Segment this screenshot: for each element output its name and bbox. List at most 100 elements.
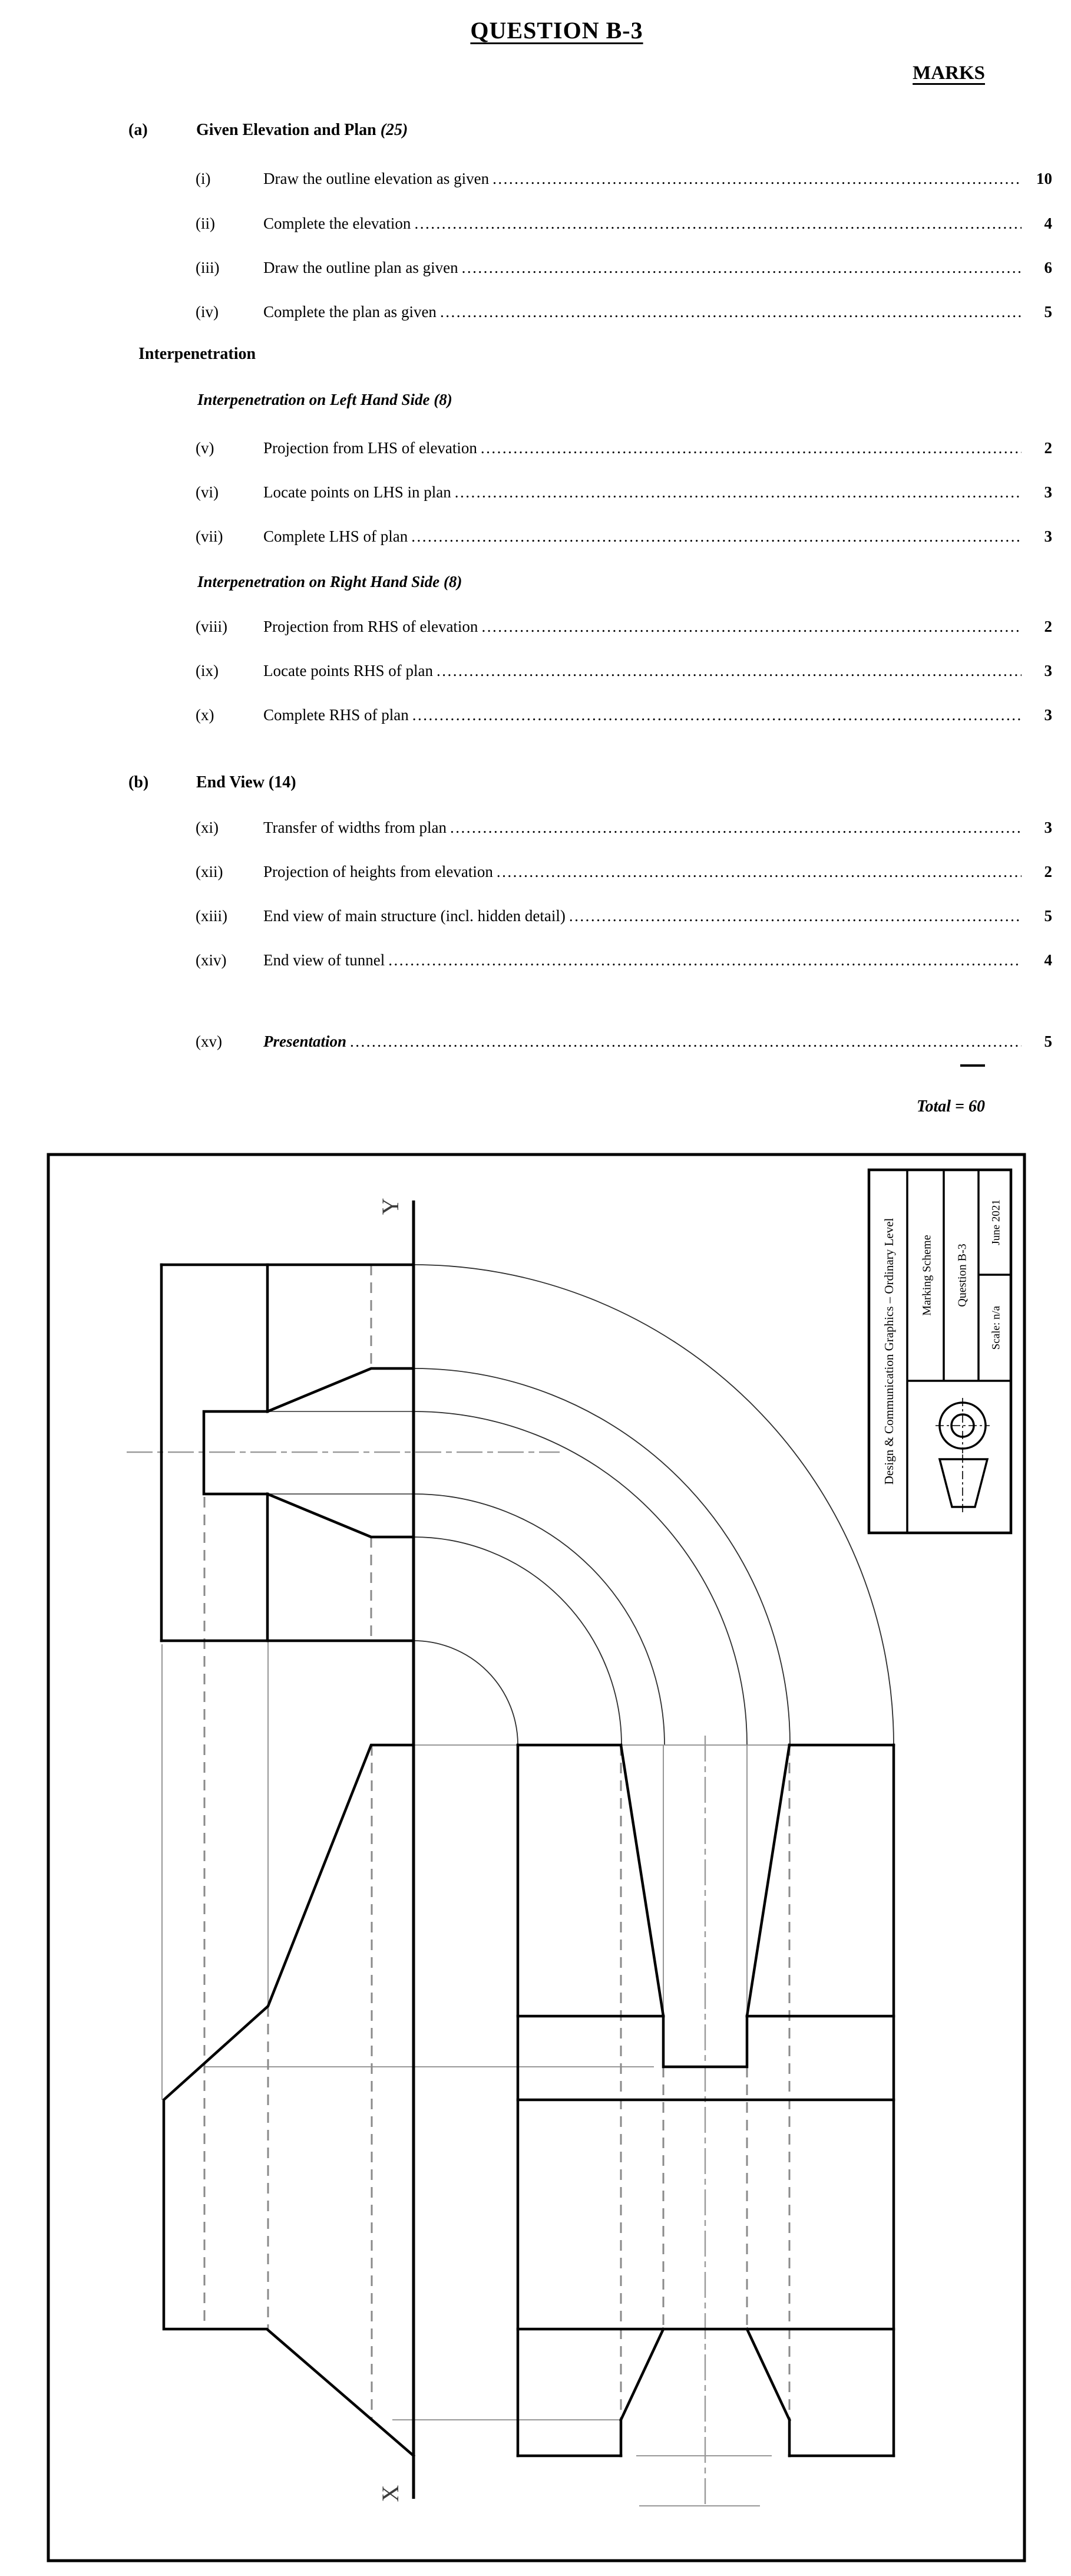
section-label: (b)	[128, 773, 149, 791]
mark-item-vi: (vi) Locate points on LHS in plan 3	[128, 483, 1052, 502]
dot-leader	[481, 439, 1022, 457]
tunnel-curve-arcs	[413, 1264, 894, 1746]
dot-leader	[450, 819, 1022, 837]
end-view	[162, 1743, 416, 2458]
item-mark: 5	[1044, 907, 1053, 925]
mark-item-v: (v) Projection from LHS of elevation 2	[128, 439, 1052, 457]
hidden-detail-lines	[203, 1265, 791, 2420]
interpenetration-rhs-heading: Interpenetration on Right Hand Side (8)	[197, 573, 462, 591]
mark-item-iii: (iii) Draw the outline plan as given 6	[128, 259, 1052, 277]
mark-item-iv: (iv) Complete the plan as given 5	[128, 303, 1052, 321]
item-mark: 3	[1044, 706, 1053, 724]
item-num: (viii)	[196, 618, 227, 635]
centre-lines	[127, 1451, 706, 2508]
item-mark: 6	[1044, 259, 1053, 276]
section-a-heading: (a) Given Elevation and Plan (25)	[128, 121, 985, 140]
marks-heading: MARKS	[913, 62, 985, 84]
item-text: Transfer of widths from plan	[263, 819, 447, 836]
item-num: (iii)	[196, 259, 220, 276]
item-num: (xii)	[196, 863, 223, 880]
item-num: (x)	[196, 706, 214, 724]
elevation-inner-thin-lines	[268, 1411, 414, 1495]
mark-item-viii: (viii) Projection from RHS of elevation …	[128, 618, 1052, 636]
item-mark: 4	[1044, 951, 1053, 969]
item-text: Locate points on LHS in plan	[263, 483, 451, 501]
title-block-question: Question B-3	[956, 1244, 969, 1307]
title-block-date: June 2021	[990, 1199, 1002, 1245]
projection-lines	[161, 1641, 789, 2506]
mark-item-xi: (xi) Transfer of widths from plan 3	[128, 819, 1052, 837]
page-title-text: QUESTION B-3	[470, 17, 643, 44]
dot-leader	[414, 215, 1022, 233]
y-axis-label: Y	[377, 1198, 404, 1215]
title-block-doc: Marking Scheme	[921, 1235, 934, 1315]
item-num: (vi)	[196, 483, 219, 501]
item-text: End view of tunnel	[263, 951, 385, 969]
section-label: (a)	[128, 121, 148, 139]
item-text: Complete LHS of plan	[263, 527, 408, 545]
item-mark: 3	[1044, 483, 1053, 501]
sheet-border	[47, 1153, 1026, 2562]
dot-leader	[440, 303, 1022, 321]
item-text: Projection from RHS of elevation	[263, 618, 478, 635]
item-mark: 2	[1044, 863, 1053, 880]
item-mark: 2	[1044, 618, 1053, 635]
item-text: End view of main structure (incl. hidden…	[263, 907, 566, 925]
item-text: Projection from LHS of elevation	[263, 439, 477, 457]
dot-leader	[412, 706, 1022, 724]
dot-leader	[455, 483, 1022, 502]
dot-leader	[492, 170, 1022, 188]
mark-item-ii: (ii) Complete the elevation 4	[128, 215, 1052, 233]
page-title: QUESTION B-3	[128, 17, 985, 44]
mark-item-xii: (xii) Projection of heights from elevati…	[128, 863, 1052, 881]
title-block-course: Design & Communication Graphics – Ordina…	[882, 1218, 896, 1485]
item-num: (ii)	[196, 215, 215, 232]
dot-leader	[411, 527, 1022, 546]
section-title: End View (14)	[196, 773, 296, 791]
item-num: (xi)	[196, 819, 219, 836]
item-num: (i)	[196, 170, 211, 187]
section-title: Given Elevation and Plan (25)	[196, 121, 408, 139]
orthographic-drawing: Y X Design & Communication Graphics – Or…	[47, 1153, 1026, 2562]
item-mark: 5	[1044, 1033, 1053, 1050]
interpenetration-lhs-heading: Interpenetration on Left Hand Side (8)	[197, 391, 452, 408]
dot-leader	[462, 259, 1022, 277]
dot-leader	[388, 951, 1022, 969]
item-mark: 2	[1044, 439, 1053, 457]
item-num: (iv)	[196, 303, 219, 321]
dot-leader	[437, 662, 1022, 680]
mark-item-vii: (vii) Complete LHS of plan 3	[128, 527, 1052, 546]
item-num: (vii)	[196, 527, 223, 545]
title-block: Design & Communication Graphics – Ordina…	[867, 1168, 1013, 1535]
dot-leader	[497, 863, 1022, 881]
mark-item-i: (i) Draw the outline elevation as given …	[128, 170, 1052, 188]
item-num: (xiii)	[196, 907, 227, 925]
item-text: Draw the outline elevation as given	[263, 170, 490, 187]
dot-leader	[350, 1033, 1022, 1051]
elevation-view	[160, 1263, 415, 1642]
item-mark: 5	[1044, 303, 1053, 321]
item-mark: 3	[1044, 662, 1053, 680]
plan-view	[516, 1743, 895, 2458]
dot-leader	[569, 907, 1022, 925]
item-num: (v)	[196, 439, 214, 457]
item-num: (xiv)	[196, 951, 227, 969]
x-axis-label: X	[377, 2485, 404, 2502]
item-num: (xv)	[196, 1033, 222, 1050]
item-mark: 4	[1044, 215, 1053, 232]
mark-item-xiii: (xiii) End view of main structure (incl.…	[128, 907, 1052, 925]
item-text: Presentation	[263, 1033, 347, 1050]
mark-item-xiv: (xiv) End view of tunnel 4	[128, 951, 1052, 969]
item-text: Complete the plan as given	[263, 303, 437, 321]
item-text: Projection of heights from elevation	[263, 863, 493, 880]
item-text: Complete RHS of plan	[263, 706, 409, 724]
mark-item-x: (x) Complete RHS of plan 3	[128, 706, 1052, 724]
item-text: Complete the elevation	[263, 215, 411, 232]
first-angle-projection-symbol-icon	[936, 1398, 990, 1512]
total-marks: Total = 60	[916, 1097, 985, 1116]
title-block-scale: Scale: n/a	[990, 1305, 1002, 1350]
section-b-heading: (b) End View (14)	[128, 773, 985, 792]
mark-item-xv: (xv) Presentation 5	[128, 1033, 1052, 1051]
mark-item-ix: (ix) Locate points RHS of plan 3	[128, 662, 1052, 680]
